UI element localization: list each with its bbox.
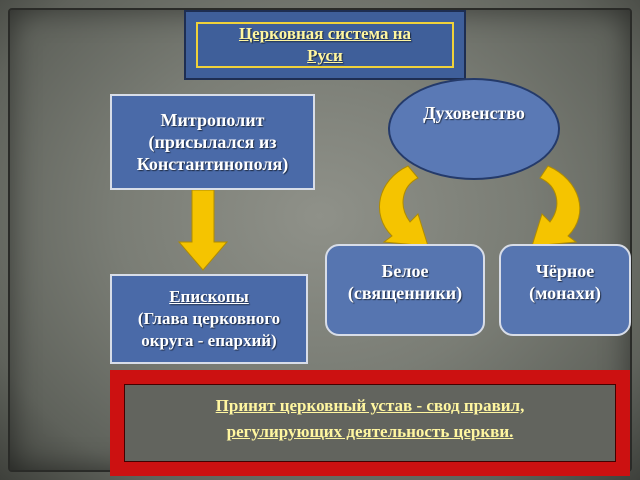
metropolitan-line-1: Митрополит [160, 110, 265, 130]
black-clergy-line-1: Чёрное [535, 261, 595, 281]
black-clergy-line-2: (монахи) [529, 283, 601, 303]
charter-line-2: регулирующих деятельность церкви. [226, 422, 514, 441]
title-line-2: Руси [307, 46, 343, 65]
metropolitan-line-3: Константинополя) [136, 154, 289, 174]
clergy-oval: Духовенство [388, 78, 560, 180]
charter-line-1: Принят церковный устав - свод правил, [215, 396, 525, 415]
title-box: Церковная система на Руси [184, 10, 466, 80]
bishops-line-1: Епископы [169, 287, 249, 306]
metropolitan-box: Митрополит (присылался из Константинопол… [110, 94, 315, 190]
charter-frame: Принят церковный устав - свод правил, ре… [110, 370, 630, 476]
bishops-line-3: округа - епархий) [141, 331, 277, 350]
metropolitan-line-2: (присылался из [148, 132, 277, 152]
clergy-label: Духовенство [423, 103, 525, 123]
curved-arrow-left [378, 165, 429, 247]
bishops-line-2: (Глава церковного [137, 309, 281, 328]
title-text: Церковная система на Руси [196, 22, 454, 68]
curved-arrow-right [531, 165, 581, 247]
down-arrow [177, 189, 229, 271]
bishops-box: Епископы (Глава церковного округа - епар… [110, 274, 308, 364]
charter-text-box: Принят церковный устав - свод правил, ре… [124, 384, 616, 462]
black-clergy-box: Чёрное (монахи) [499, 244, 631, 336]
title-line-1: Церковная система на [238, 24, 412, 43]
white-clergy-box: Белое (священники) [325, 244, 485, 336]
white-clergy-line-2: (священники) [347, 283, 463, 303]
white-clergy-line-1: Белое [381, 261, 429, 281]
